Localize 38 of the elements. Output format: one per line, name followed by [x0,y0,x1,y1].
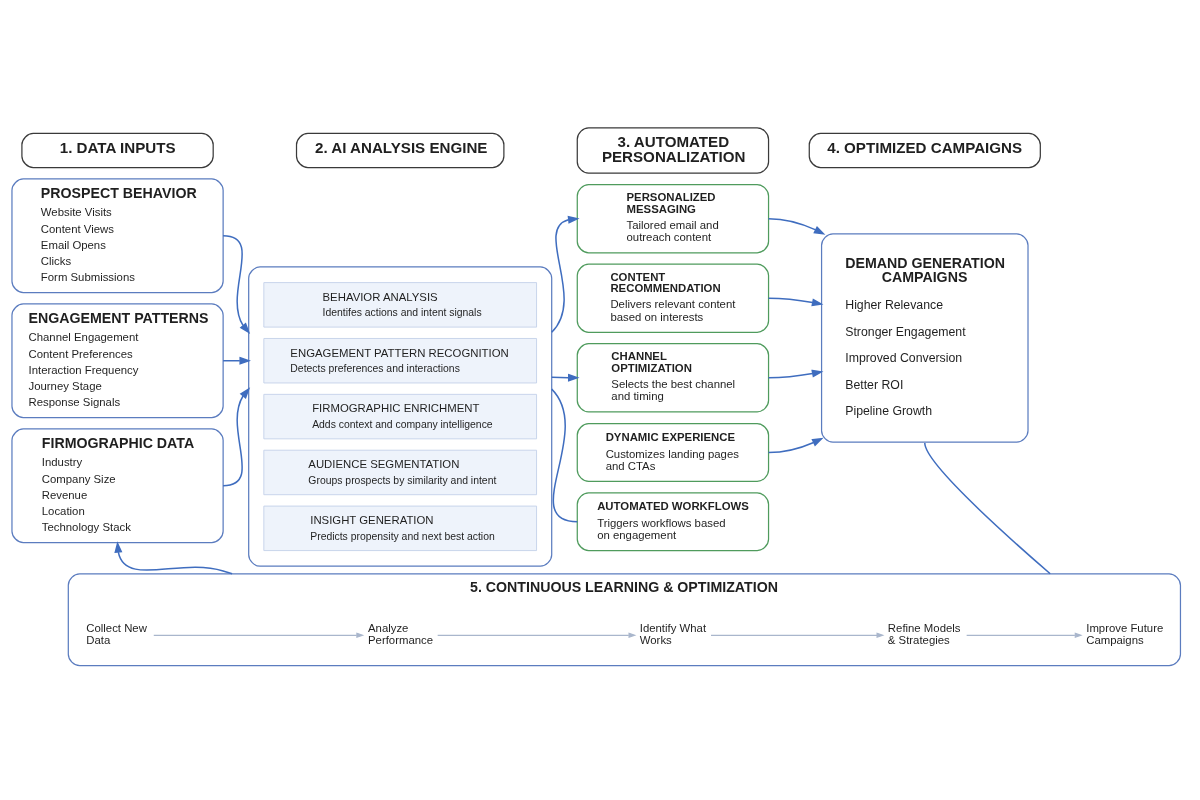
arrow [437,632,637,638]
node-box: CONTENT RECOMMENDATION Delivers relevant content based on interests [576,263,770,333]
cluster [248,265,553,567]
node-box: DEMAND GENERATION CAMPAIGNS Higher Relevance Stronger Engagement Improved Conversion Better ROI Pipeline Growth [820,232,1029,443]
node-text: Analyze Performance [368,621,434,646]
node-box: PROSPECT BEHAVIOR Website Visits Content Views Email Opens Clicks Form Submissions [11,177,224,293]
node-box: 3. AUTOMATED PERSONALIZATION [576,126,770,174]
node-box: 4. OPTIMIZED CAMPAIGNS [808,132,1041,168]
arrow [222,386,251,486]
node-box: ENGAGEMENT PATTERN RECOGNITION Detects preferences and interactions [263,337,538,383]
node-box: PERSONALIZED MESSAGING Tailored email and outreach content [576,183,770,253]
node-box: FIRMOGRAPHIC DATA Industry Company Size Revenue Location Technology Stack [11,427,224,543]
arrow [153,632,365,638]
node-text: Identify What Works [639,621,707,646]
arrow [767,369,824,379]
node-box: AUTOMATED WORKFLOWS Triggers workflows based on engagement [576,491,770,551]
node-box: ENGAGEMENT PATTERNS Channel Engagement Content Preferences Interaction Frequency Journey Stage Response Signals [11,302,224,418]
arrow [966,632,1083,638]
node-text: Improve Future Campaigns [1086,621,1164,646]
node-box: DYNAMIC EXPERIENCE Customizes landing pages and CTAs [576,422,770,482]
connector [924,441,1051,575]
connector [550,387,579,522]
node-box: CHANNEL OPTIMIZATION Selects the best channel and timing [576,342,770,412]
node-box: FIRMOGRAPHIC ENRICHMENT Adds context and company intelligence [263,393,538,439]
arrow [550,215,580,333]
node-text: Refine Models & Strategies [887,621,961,646]
node-box: INSIGHT GENERATION Predicts propensity and next best action [263,505,538,551]
arrow [114,540,233,575]
arrow [767,437,824,453]
node-text: Collect New Data [86,621,147,646]
arrow [222,234,251,334]
node-box: 1. DATA INPUTS [21,132,214,168]
node-box: 2. AI ANALYSIS ENGINE [295,132,505,168]
arrow [710,632,885,638]
node-box: BEHAVIOR ANALYSIS Identifes actions and intent signals [263,281,538,328]
arrow [767,296,824,306]
node-box: AUDIENCE SEGMENTATION Groups prospects by similarity and intent [263,449,538,495]
arrow [767,217,826,235]
